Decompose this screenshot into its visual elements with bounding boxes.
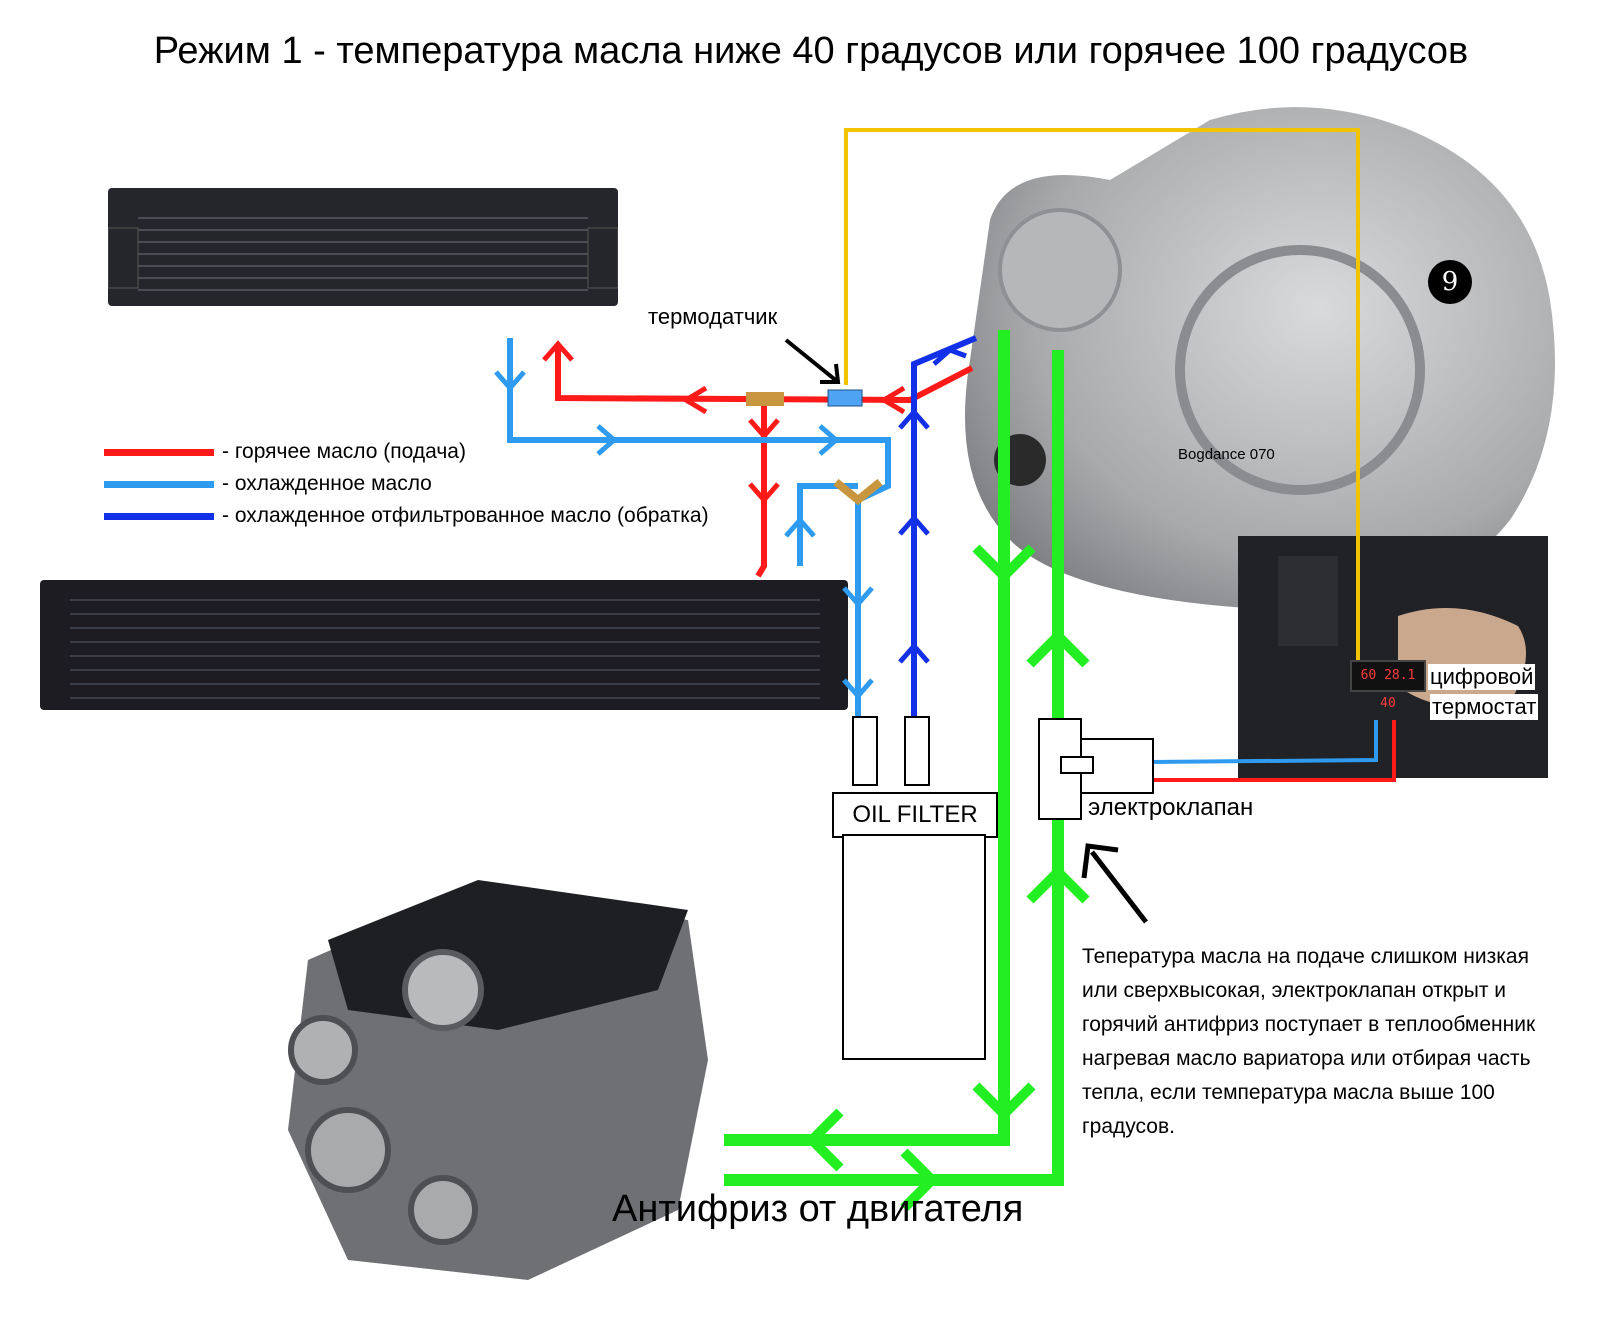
transmission-brand-label: Bogdance 070: [1178, 446, 1275, 463]
sensor-wire: [844, 128, 1360, 660]
legend-swatch-hot-oil: [104, 448, 214, 456]
filtered-oil-arrows: [898, 347, 967, 664]
thermo-sensor-label: термодатчик: [648, 304, 778, 329]
legend-item-hot-oil: - горячее масло (подача): [104, 438, 466, 466]
digital-thermostat-label-line2: термостат: [1430, 694, 1539, 720]
digital-thermostat-label-line1: цифровой: [1428, 664, 1536, 690]
filtered-oil-line: [911, 335, 978, 716]
mode-description: Тепература масла на подаче слишком низка…: [1082, 940, 1622, 1144]
bottom-heat-exchanger-image: [40, 580, 848, 710]
oil-filter-inlet-port: [852, 716, 878, 786]
legend-item-cooled-oil: - охлажденное масло: [104, 470, 432, 498]
oil-filter-body: [842, 834, 986, 1060]
description-line: горячий антифриз поступает в теплообменн…: [1082, 1013, 1536, 1036]
top-oil-cooler-image: [108, 188, 618, 306]
cooled-oil-line: [507, 338, 891, 716]
legend-text-cooled-oil: - охлажденное масло: [222, 472, 432, 495]
sensor-pointer: [784, 338, 840, 384]
valve-wire-blue: [1149, 720, 1378, 764]
description-line: или сверхвысокая, электроклапан открыт и: [1082, 979, 1507, 1002]
number-badge: 9: [1428, 260, 1472, 304]
antifreeze-from-engine-label: Антифриз от двигателя: [612, 1188, 1024, 1230]
hot-oil-arrows: [542, 340, 906, 504]
legend-swatch-filtered-oil: [104, 512, 214, 520]
solenoid-valve-plunger: [1060, 756, 1094, 774]
legend-swatch-cooled-oil: [104, 480, 214, 488]
cooled-oil-arrows: [494, 370, 874, 700]
description-line: Тепература масла на подаче слишком низка…: [1082, 945, 1529, 968]
tee-fitting: [746, 392, 784, 406]
hot-oil-line: [555, 344, 974, 404]
hot-oil-branch: [755, 400, 767, 578]
oil-filter-label: OIL FILTER: [832, 792, 998, 838]
legend-text-hot-oil: - горячее масло (подача): [222, 440, 466, 463]
y-fitting: [833, 478, 883, 506]
cvt-transmission-image: [950, 100, 1570, 620]
diagram-title: Режим 1 - температура масла ниже 40 град…: [153, 30, 1469, 72]
legend-text-filtered-oil: - охлажденное отфильтрованное масло (обр…: [222, 504, 709, 527]
description-line: тепла, если температура масла выше 100: [1082, 1081, 1495, 1104]
legend-item-filtered-oil: - охлажденное отфильтрованное масло (обр…: [104, 502, 709, 530]
description-line: нагревая масло вариатора или отбирая час…: [1082, 1047, 1531, 1070]
thermostat-display: 60 28.1 40: [1350, 660, 1426, 711]
description-line: градусов.: [1082, 1115, 1175, 1138]
antifreeze-arrows: [804, 544, 1090, 1212]
antifreeze-return-line: [724, 350, 1064, 1186]
oil-filter-outlet-port: [904, 716, 930, 786]
engine-image: [268, 880, 718, 1290]
thermo-sensor-fitting: [827, 389, 863, 407]
solenoid-valve-label: электроклапан: [1088, 794, 1254, 821]
valve-pointer: [1090, 850, 1148, 924]
valve-wire-red: [1150, 720, 1396, 782]
